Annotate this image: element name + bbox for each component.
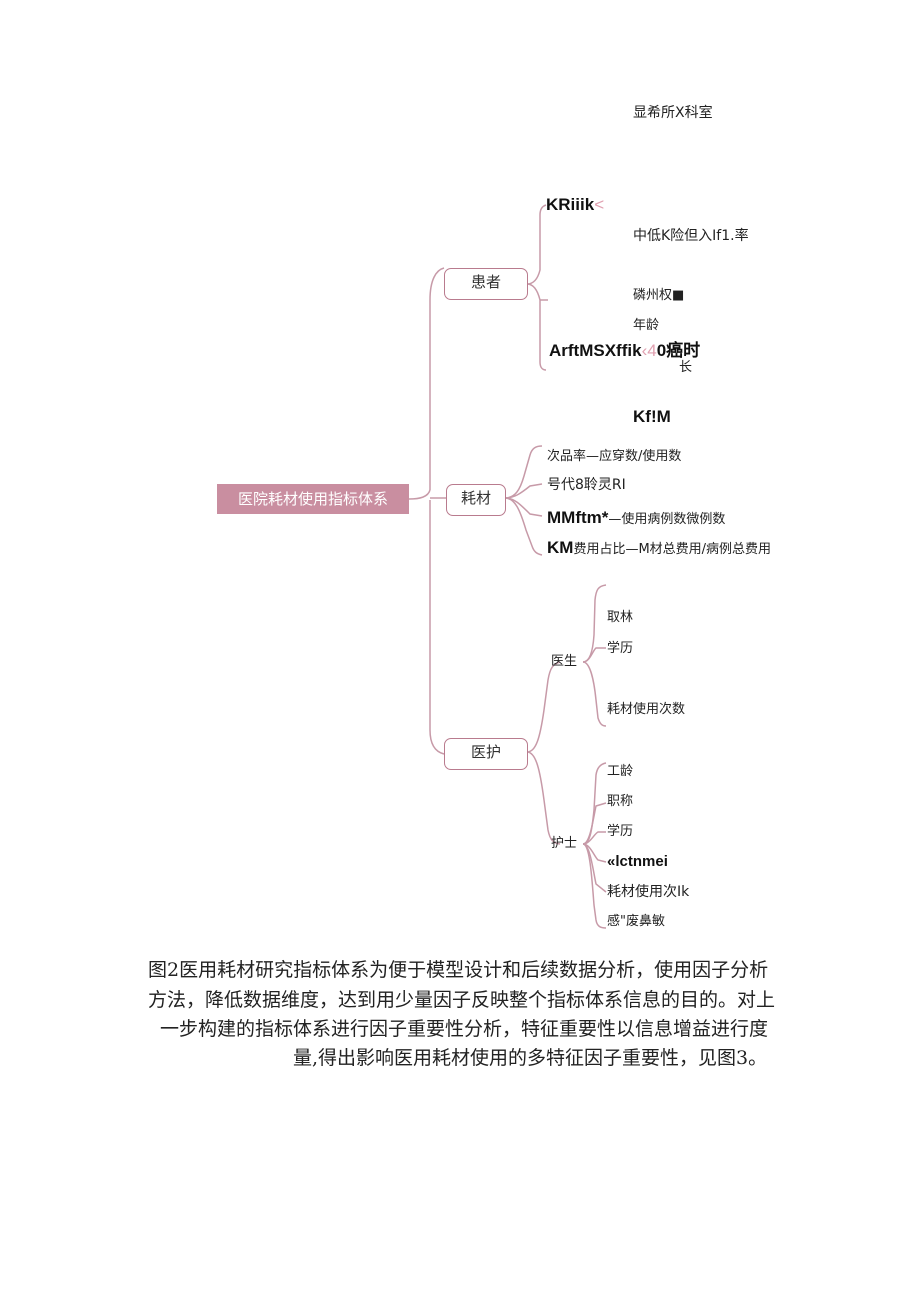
caption-line-2: 方法，降低数据维度，达到用少量因子反映整个指标体系信息的目的。对上 (148, 989, 776, 1011)
doctor-item-1: 取林 (607, 610, 634, 625)
material-header: Kf!M (633, 407, 671, 426)
nurse-item-3: 学历 (607, 824, 634, 839)
material-item-3: MMftm*—使用病例数微例数 (547, 508, 726, 527)
patient-item-6: 长 (679, 360, 693, 375)
patient-branch-low (526, 283, 547, 371)
caption-line-1: 图2医用耗材研究指标体系为便于模型设计和后续数据分析，使用因子分析 (148, 959, 769, 981)
node-doctor[interactable]: 医生 (551, 654, 578, 669)
patient-branch (526, 204, 547, 285)
caption-line-3: 一步构建的指标体系进行因子重要性分析，特征重要性以信息增益进行度 (160, 1018, 769, 1040)
nurse-item-2: 职称 (607, 794, 634, 809)
caption-line-4: 量,得出影响医用耗材使用的多特征因子重要性，见图3。 (293, 1047, 768, 1069)
patient-mark: < (594, 195, 605, 214)
node-nurse[interactable]: 护士 (551, 836, 578, 851)
trunk-medical (429, 500, 445, 755)
patient-item-5: ArftMSXffik‹40癌时 (549, 341, 701, 360)
root-connector (408, 489, 431, 500)
patient-item-2: 中低K险但入If1.率 (633, 228, 749, 244)
doctor-item-2: 学历 (607, 641, 634, 656)
doctor-item-3: 耗材使用次数 (607, 702, 686, 717)
medical-to-doctor (526, 661, 561, 753)
node-patient[interactable]: 患者 (444, 268, 528, 300)
nurse-item-6: 感"废鼻敏 (607, 914, 665, 929)
nurse-item-5: 耗材使用次Ik (607, 884, 690, 900)
patient-mark-2: ‹4 (641, 341, 657, 360)
material-item-1: 次品率—应穿数/使用数 (547, 449, 682, 464)
material-item-4: KM费用占比—M材总费用/病例总费用 (547, 538, 772, 557)
nurse-item-4: «lctnmei (607, 853, 668, 870)
top-label: 显希所X科室 (633, 105, 713, 121)
nurse-item-1: 工龄 (607, 764, 634, 779)
patient-item-4: 年龄 (633, 318, 660, 333)
medical-to-nurse (526, 751, 561, 845)
patient-item-3: 磷州权■ (633, 288, 685, 303)
node-medical[interactable]: 医护 (444, 738, 528, 770)
node-material[interactable]: 耗材 (446, 484, 506, 516)
trunk-patient (429, 267, 445, 490)
material-item-2: 号代8聆灵RI (547, 477, 626, 493)
material-branch (504, 445, 543, 499)
patient-item-1: KRiiik< (546, 195, 605, 214)
root-node[interactable]: 医院耗材使用指标体系 (217, 484, 409, 514)
